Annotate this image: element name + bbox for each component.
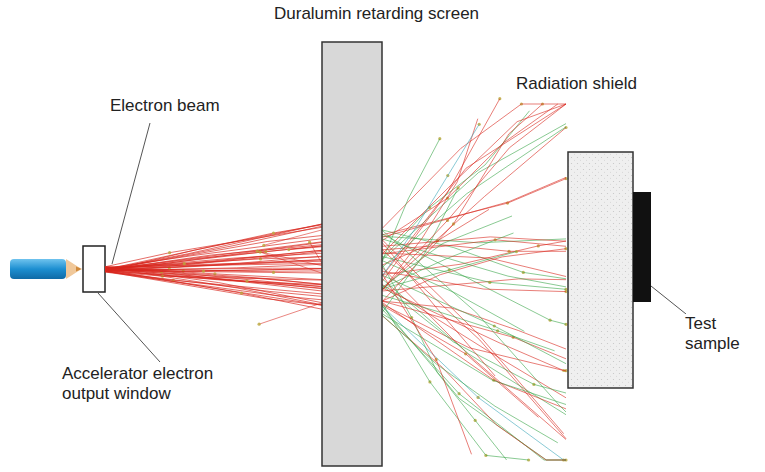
test-sample (633, 192, 651, 302)
window-label: Accelerator electron output window (60, 364, 249, 405)
leader-lines (98, 123, 686, 362)
radiation-shield (568, 152, 633, 388)
beam-label: Electron beam (108, 96, 222, 116)
electron-gun (10, 259, 82, 279)
sample-label: Test sample (683, 314, 761, 355)
screen-label: Duralumin retarding screen (272, 4, 481, 24)
duralumin-screen (322, 42, 382, 466)
output-window (83, 246, 105, 292)
shield-label: Radiation shield (514, 74, 639, 94)
